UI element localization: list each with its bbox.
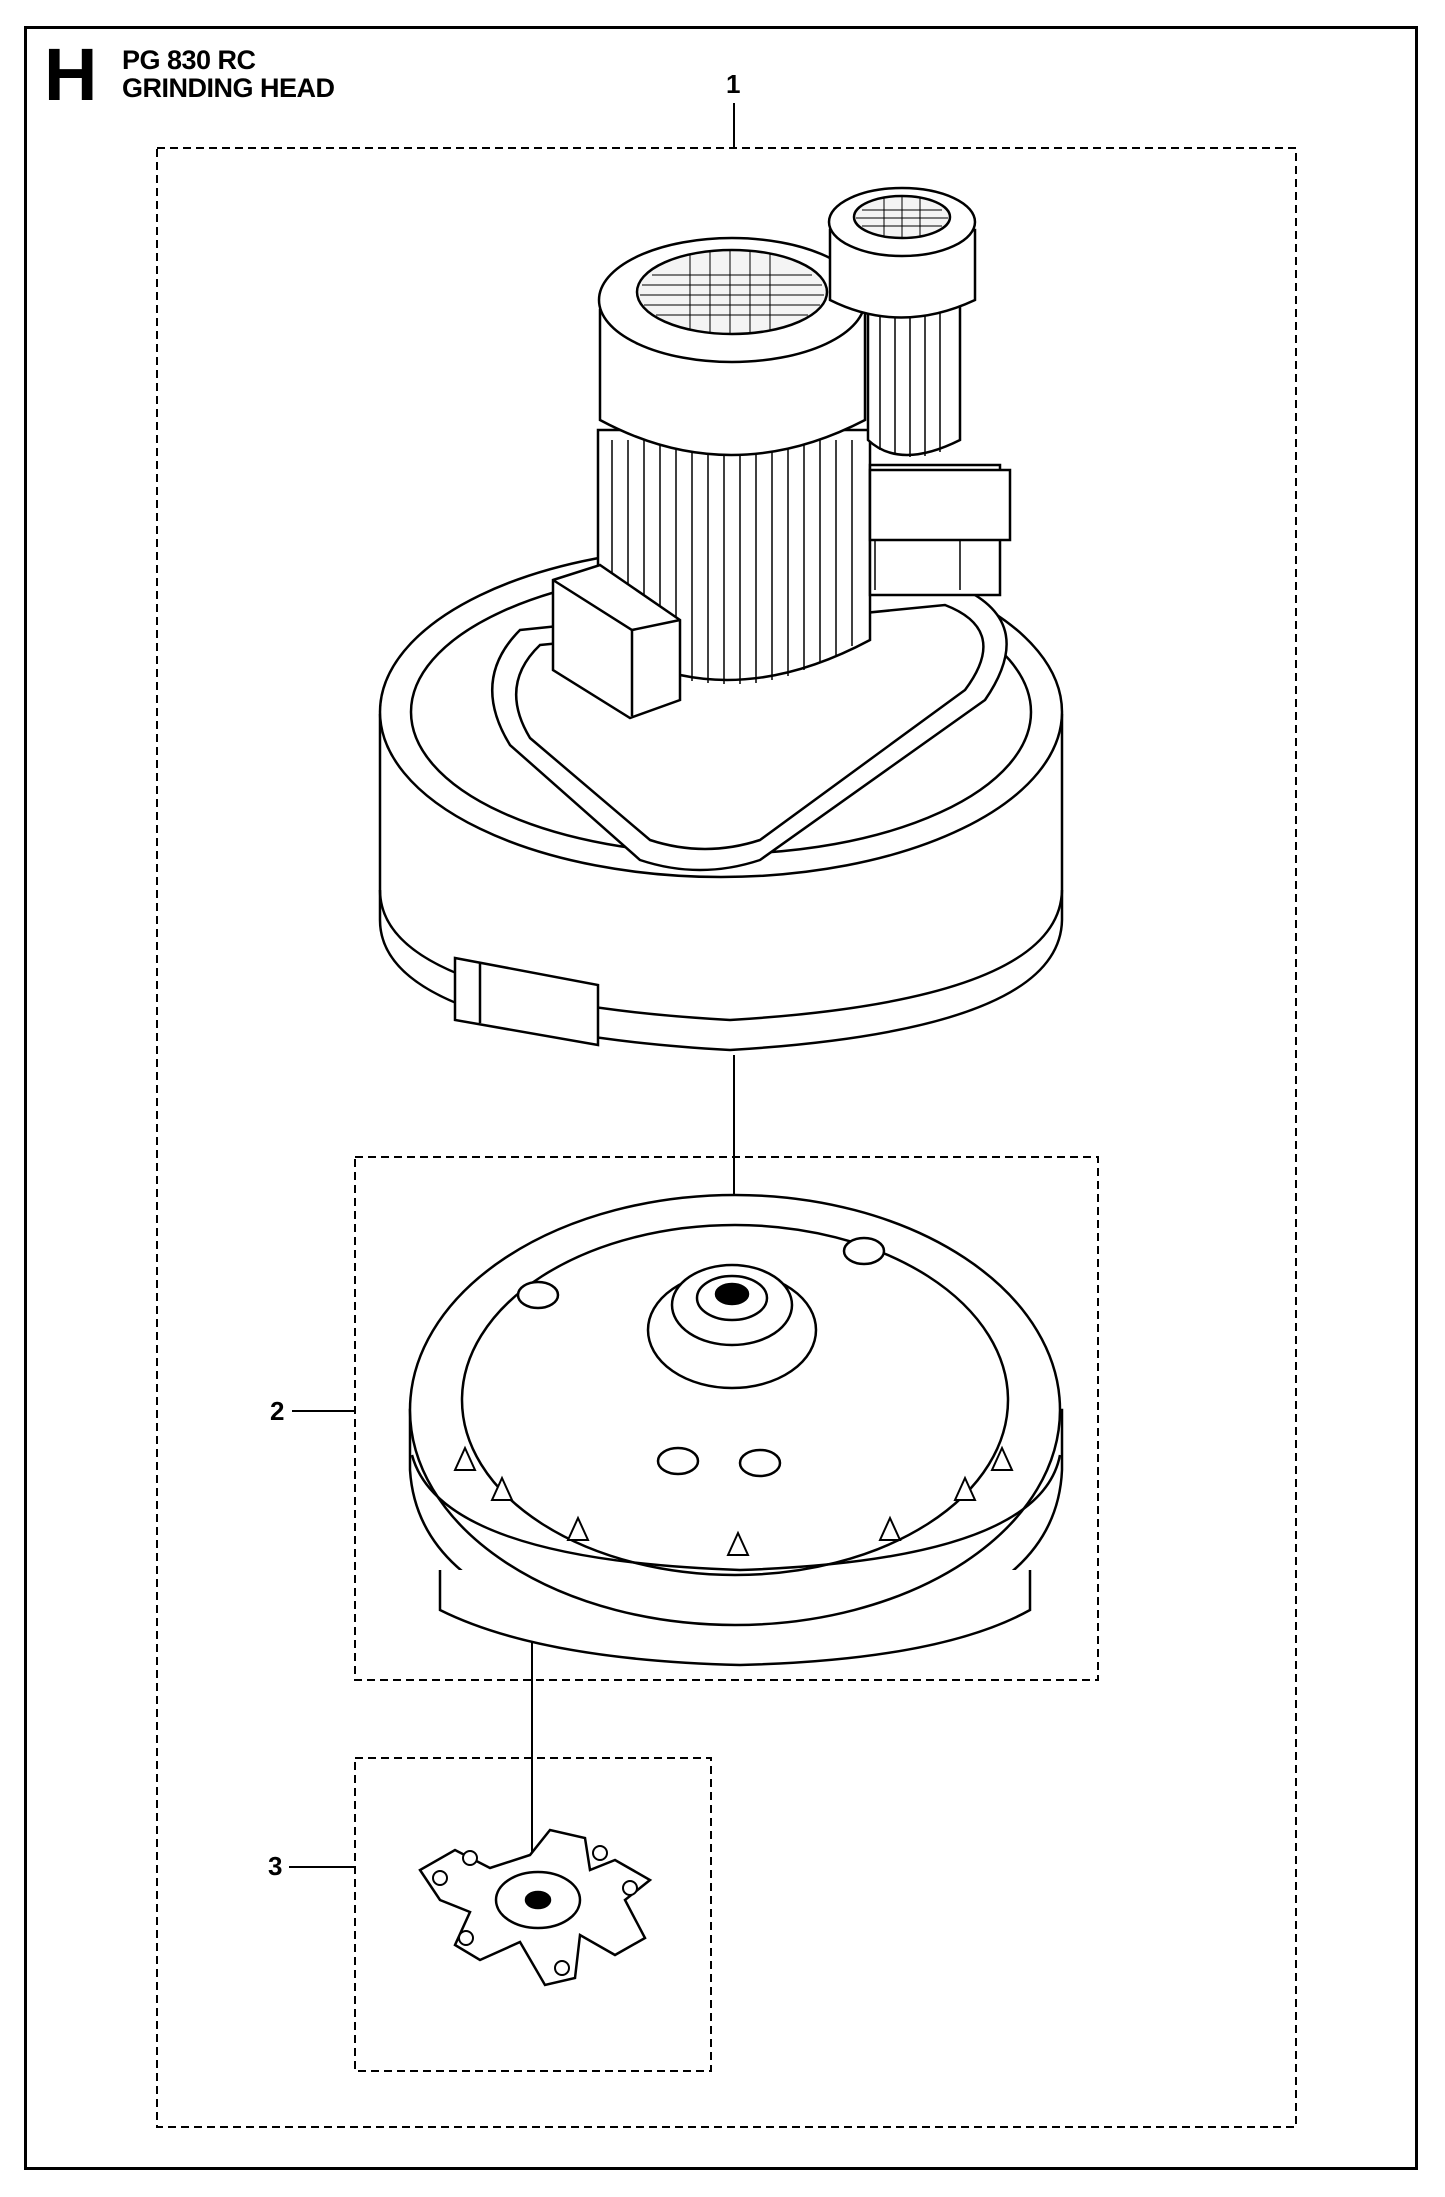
callout-2: 2 <box>270 1396 285 1426</box>
page-border <box>24 26 1418 2170</box>
tool-holder-plate <box>418 1828 653 1987</box>
assembly-box-2 <box>354 1156 1099 1681</box>
model-name: PG 830 RC <box>122 45 256 75</box>
section-letter: H <box>44 33 97 116</box>
callout-3: 3 <box>268 1851 283 1881</box>
grinder-housing <box>378 545 1064 1052</box>
secondary-motor <box>827 186 1012 597</box>
planetary-head <box>408 1193 1064 1667</box>
assembly-box-1 <box>156 147 1297 2128</box>
assembly-box-3 <box>354 1757 712 2072</box>
main-motor <box>551 236 872 720</box>
callout-1: 1 <box>726 69 741 99</box>
diagram-title: GRINDING HEAD <box>122 73 335 103</box>
